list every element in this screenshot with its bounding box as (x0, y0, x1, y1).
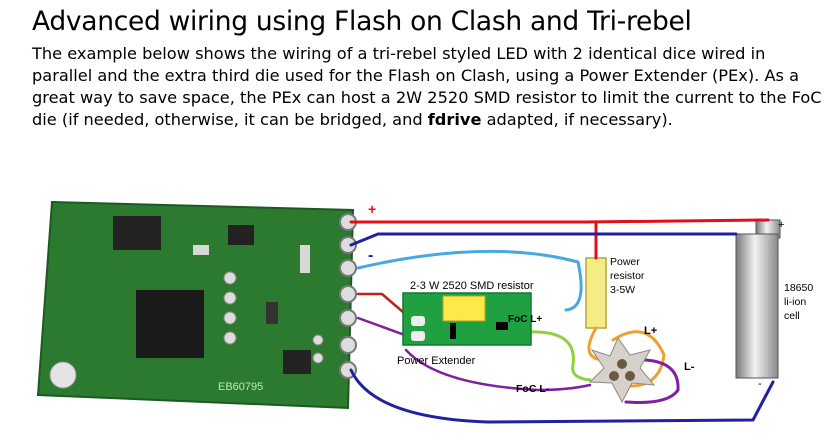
foc-lplus-label: FoC L+ (508, 314, 542, 325)
foc-lminus-label: FoC L- (516, 383, 550, 395)
board-pad (312, 352, 324, 364)
board-edge-pad-6 (339, 336, 357, 354)
power-resistor-label-3: 3-5W (610, 284, 635, 296)
led-die-1 (617, 359, 627, 369)
tri-rebel-led (588, 336, 656, 404)
pex-component (496, 322, 508, 330)
led-die-3 (625, 371, 635, 381)
wire-purple-foc-minus (404, 348, 592, 392)
wire-purple-lminus (614, 358, 680, 404)
battery-minus-label: - (758, 378, 762, 390)
board-component (193, 245, 209, 255)
pex-pad (411, 316, 425, 326)
power-resistor-label-1: Power (610, 256, 640, 268)
board-pad (223, 291, 237, 305)
board-edge-pad-3 (339, 259, 357, 277)
board-mount-hole (49, 361, 77, 389)
power-resistor-label-2: resistor (610, 270, 645, 282)
battery-plus-label: + (778, 219, 784, 231)
led-die-2 (609, 371, 619, 381)
board-chip-3 (283, 350, 311, 374)
board-component (266, 302, 278, 324)
wiring-diagram: EB60795 (36, 200, 813, 424)
intro-paragraph: The example below shows the wiring of a … (32, 43, 822, 131)
board-mcu (136, 290, 204, 358)
wire-red-pex (356, 292, 412, 320)
board-edge-pad-2 (339, 236, 357, 254)
board-component (300, 245, 310, 273)
pex-component (450, 323, 456, 339)
battery-label-2: li-ion (784, 296, 806, 308)
board-edge-pad-5 (339, 309, 357, 327)
battery-18650 (735, 219, 781, 379)
wire-green-foc (526, 330, 592, 382)
board-silkscreen: EB60795 (218, 381, 263, 393)
wire-light-blue (356, 249, 583, 312)
wire-blue-top (349, 232, 738, 247)
controller-board: EB60795 (36, 200, 357, 410)
plus-label: + (368, 201, 376, 217)
pex-pad (411, 331, 425, 341)
power-resistor (585, 257, 607, 329)
lminus-label: L- (684, 361, 695, 373)
smd-resistor (442, 295, 486, 322)
battery-label-3: cell (784, 310, 800, 322)
intro-text-2: adapted, if necessary). (481, 110, 673, 129)
intro-text-1: The example below shows the wiring of a … (32, 44, 822, 129)
fdrive-emphasis: fdrive (427, 110, 482, 129)
board-edge-pad-4 (339, 285, 357, 303)
board-pad (223, 331, 237, 345)
minus-label: - (368, 247, 373, 264)
wire-red-battery-plus (349, 218, 770, 224)
wire-blue-bottom (349, 368, 775, 424)
power-extender-label: Power Extender (397, 355, 476, 367)
board-pad (312, 334, 324, 346)
board-pad (223, 311, 237, 325)
lplus-label: L+ (644, 325, 657, 337)
board-chip-1 (113, 216, 161, 250)
board-pad (223, 271, 237, 285)
battery-label-1: 18650 (784, 282, 813, 294)
smd-resistor-label: 2-3 W 2520 SMD resistor (410, 280, 534, 292)
board-chip-2 (228, 225, 254, 245)
power-extender-board (402, 292, 532, 346)
page-title: Advanced wiring using Flash on Clash and… (32, 6, 692, 37)
